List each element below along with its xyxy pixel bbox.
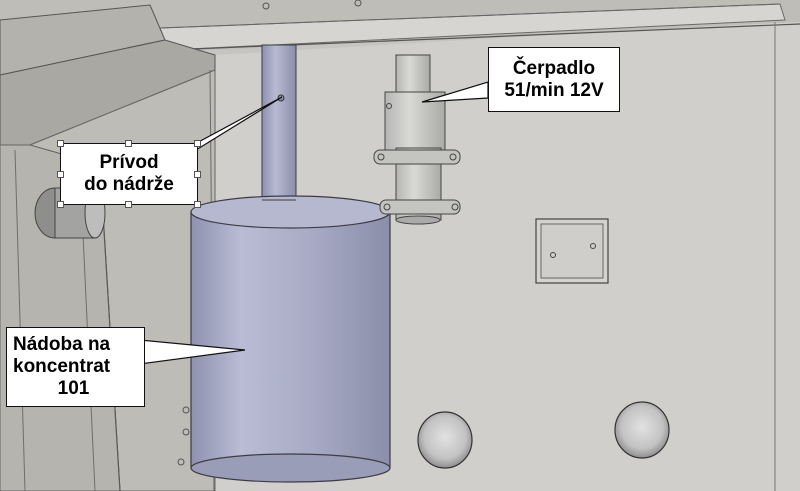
pump-label-line1: Čerpadlo: [512, 57, 596, 79]
bolt-hole: [177, 458, 185, 466]
inlet-label-line1: Prívod: [99, 152, 159, 174]
pump-label: Čerpadlo 51/min 12V: [488, 47, 620, 112]
round-port-left: [417, 411, 473, 469]
inlet-label[interactable]: Prívod do nádrže: [60, 143, 198, 205]
inlet-label-line2: do nádrže: [84, 174, 174, 195]
bolt-hole: [354, 0, 362, 7]
round-port-right: [614, 401, 670, 459]
selection-handle[interactable]: [57, 201, 64, 208]
selection-handle[interactable]: [57, 140, 64, 147]
selection-handle[interactable]: [125, 140, 132, 147]
container-body: [190, 211, 391, 469]
selection-handle[interactable]: [194, 201, 201, 208]
bolt-hole: [182, 406, 190, 414]
pump-bracket-top: [373, 149, 461, 165]
inlet-pipe: [261, 44, 297, 206]
pump-bracket-bottom: [379, 199, 461, 215]
container-label-line1: Nádoba na: [13, 334, 111, 356]
pump-label-line2: 51/min 12V: [504, 79, 604, 101]
selection-handle[interactable]: [194, 140, 201, 147]
container-label: Nádoba na koncentrat 101: [6, 327, 145, 407]
pump-connector: [395, 54, 431, 96]
container-bottom: [190, 453, 391, 483]
bolt-hole: [262, 2, 270, 10]
selection-handle[interactable]: [125, 201, 132, 208]
bolt-hole: [182, 428, 190, 436]
container-label-line2: koncentrat: [13, 356, 111, 378]
selection-handle[interactable]: [57, 171, 64, 178]
selection-handle[interactable]: [194, 171, 201, 178]
container-top: [190, 195, 391, 229]
container-label-line3: 101: [57, 377, 90, 399]
